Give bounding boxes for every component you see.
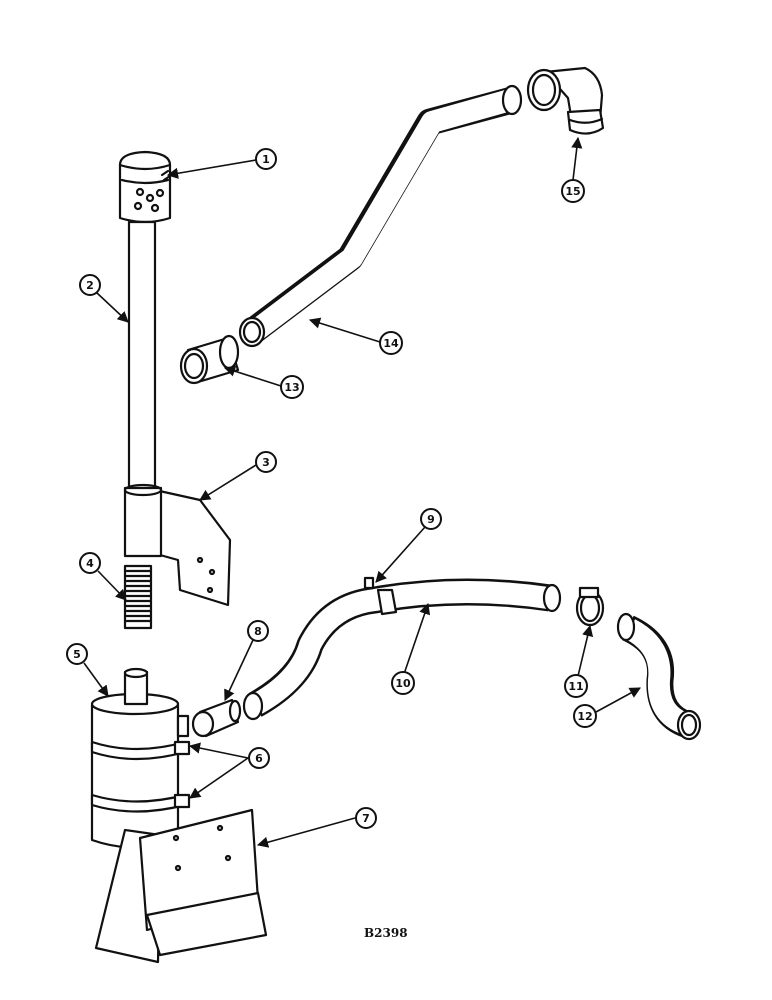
svg-text:14: 14 [383,337,399,350]
callout-4: 4 [79,552,101,574]
callout-3: 3 [255,451,277,473]
short-tube-part [179,334,240,385]
svg-text:5: 5 [73,648,81,661]
callout-6: 6 [248,747,270,769]
callout-12: 12 [573,704,597,728]
svg-text:11: 11 [568,680,583,693]
precleaner-cap-part [118,150,172,224]
callout-2: 2 [79,274,101,296]
mounting-bracket-part [123,483,232,607]
curved-hose-part [242,578,562,721]
svg-text:9: 9 [427,513,435,526]
mounting-plate-part [94,808,268,964]
callout-11: 11 [564,674,588,698]
callout-1: 1 [255,148,277,170]
corrugated-hose-part [123,564,153,630]
callout-8: 8 [247,620,269,642]
svg-text:8: 8 [254,625,262,638]
callout-13: 13 [280,375,304,399]
svg-text:15: 15 [565,185,580,198]
upper-tube-part [238,84,523,348]
svg-text:2: 2 [86,279,94,292]
callout-14: 14 [379,331,403,355]
svg-text:10: 10 [395,677,411,690]
callout-7: 7 [355,807,377,829]
figure-code: B2398 [364,926,408,940]
elbow-part [526,66,605,135]
formed-hose-part [616,612,702,741]
band-clamp-part [575,586,605,627]
svg-text:6: 6 [255,752,263,765]
clamp-bands-part [90,740,191,813]
leader-lines [83,136,641,848]
svg-text:12: 12 [577,710,592,723]
svg-text:7: 7 [362,812,370,825]
short-sleeve-part [191,698,242,738]
callout-5: 5 [66,643,88,665]
svg-text:4: 4 [86,557,94,570]
callout-10: 10 [391,671,415,695]
svg-text:3: 3 [262,456,270,469]
hose-clamp-part [363,576,398,616]
callout-9: 9 [420,508,442,530]
air-cleaner-part [90,667,190,849]
callout-15: 15 [561,179,585,203]
vertical-pipe-part [127,220,157,494]
svg-text:1: 1 [262,153,270,166]
svg-text:13: 13 [284,381,299,394]
